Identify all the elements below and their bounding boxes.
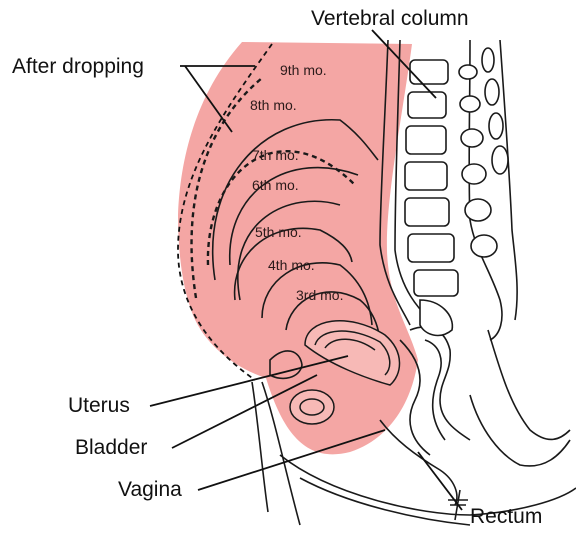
month-label-4: 4th mo. (268, 257, 315, 273)
label-vagina: Vagina (118, 478, 182, 502)
bladder (290, 390, 334, 424)
month-label-8: 8th mo. (250, 97, 297, 113)
label-rectum: Rectum (470, 505, 542, 529)
month-label-5: 5th mo. (255, 224, 302, 240)
label-vertebral-column: Vertebral column (311, 7, 469, 31)
uterus-region (178, 42, 418, 454)
label-bladder: Bladder (75, 436, 147, 460)
month-label-6: 6th mo. (252, 177, 299, 193)
label-uterus: Uterus (68, 394, 130, 418)
month-label-3: 3rd mo. (296, 287, 343, 303)
month-label-9: 9th mo. (280, 62, 327, 78)
label-after-dropping: After dropping (12, 55, 144, 79)
month-label-7: 7th mo. (252, 147, 299, 163)
